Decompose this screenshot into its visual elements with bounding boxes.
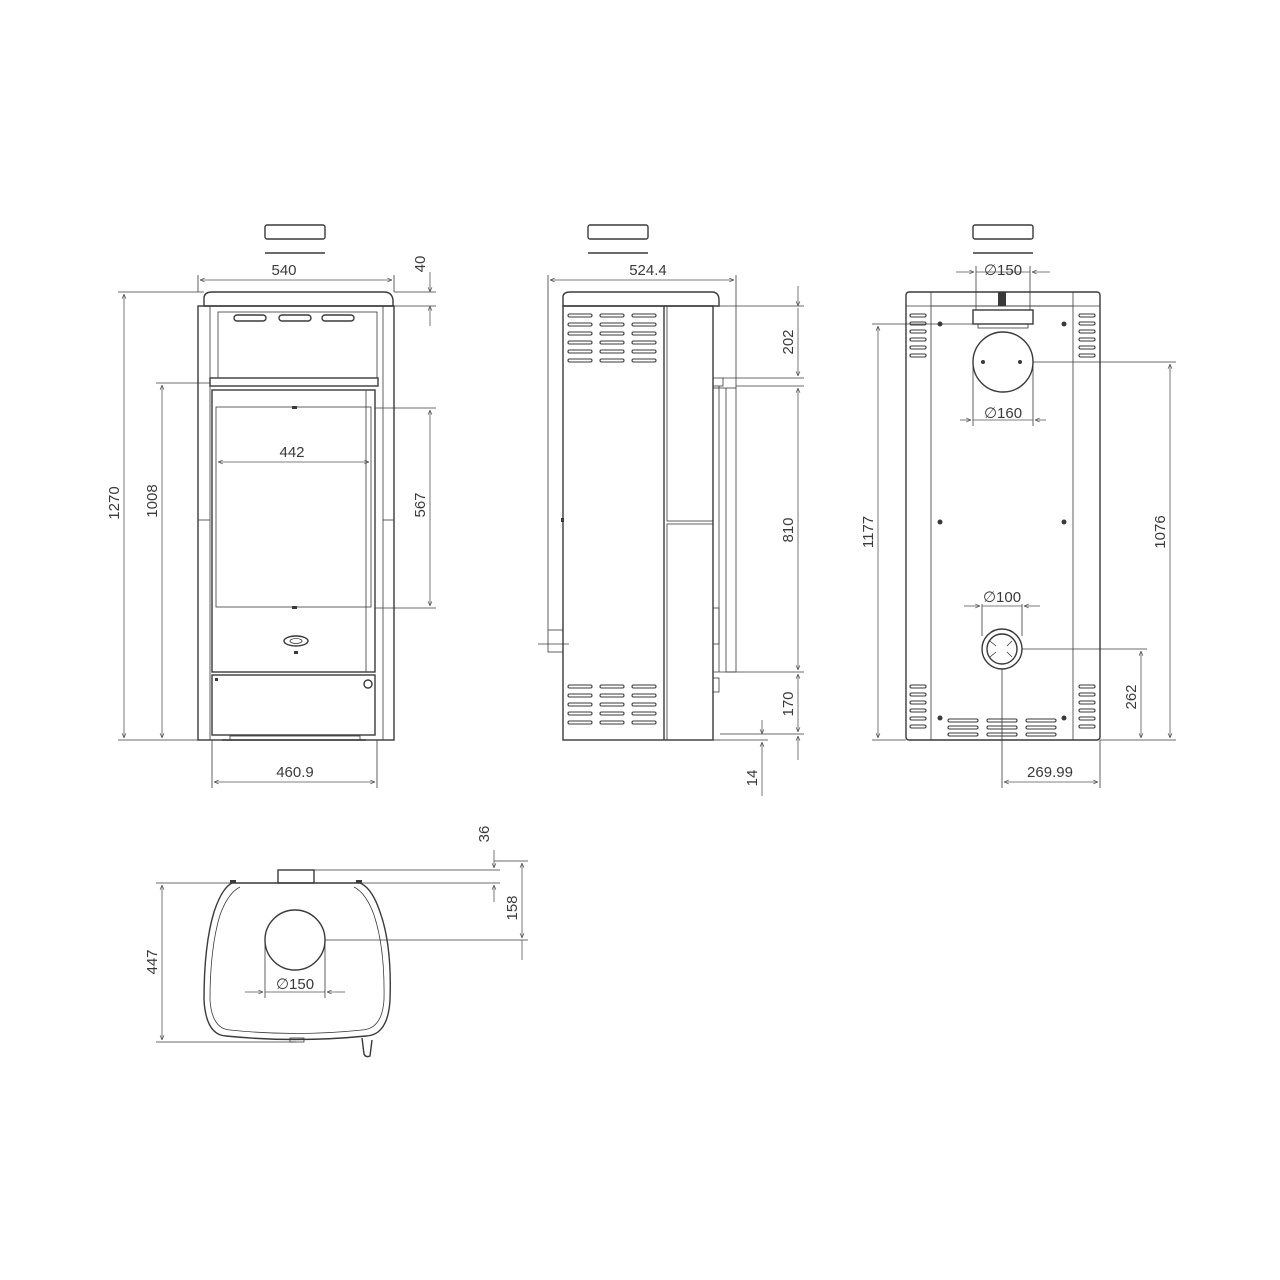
dim-back-air-inlet-dia: ∅100 (983, 589, 1021, 606)
side-vents-lower (567, 684, 657, 725)
dim-front-width: 540 (271, 262, 296, 279)
dim-front-total-height: 1270 (106, 486, 123, 519)
dim-side-top-outlet: 202 (780, 329, 797, 354)
top-dimensions: 36 158 447 ∅150 (144, 826, 528, 1043)
dim-side-depth: 524.4 (629, 262, 667, 279)
dim-front-top-offset: 40 (412, 256, 429, 273)
back-vents-left (909, 313, 927, 729)
back-view (905, 224, 1101, 741)
dim-front-base-width: 460.9 (276, 764, 314, 781)
front-view (197, 224, 395, 741)
front-dimensions: 540 40 1270 1008 442 567 460.9 (106, 256, 436, 788)
dim-side-door-height: 810 (780, 517, 797, 542)
dim-top-flue-center: 158 (504, 895, 521, 920)
dim-top-flue-dia: ∅150 (276, 976, 314, 993)
back-vents-right (1078, 313, 1096, 729)
back-dimensions: ∅150 ∅160 ∅100 1177 1076 262 269.99 (860, 262, 1176, 788)
side-view (538, 224, 737, 741)
dim-back-rear-flue-dia: ∅160 (984, 405, 1022, 422)
dim-top-depth: 447 (144, 949, 161, 974)
dim-back-top-flue-dia: ∅150 (984, 262, 1022, 279)
dim-front-door-height: 1008 (144, 484, 161, 517)
dim-side-base-height: 170 (780, 691, 797, 716)
top-view (203, 869, 391, 1058)
dim-front-glass-height: 567 (412, 492, 429, 517)
dim-back-rear-flue-center: 1076 (1152, 515, 1169, 548)
dim-back-rear-flue-height: 1177 (860, 516, 877, 548)
side-dimensions: 524.4 202 810 170 14 (547, 262, 804, 796)
dim-front-glass-width: 442 (279, 444, 304, 461)
dim-back-air-inlet-height: 262 (1123, 684, 1140, 709)
side-vents-upper (567, 313, 657, 363)
dim-top-flue-offset: 36 (476, 826, 493, 843)
dim-back-air-inlet-offset: 269.99 (1027, 764, 1073, 781)
dim-side-foot-height: 14 (744, 770, 761, 787)
